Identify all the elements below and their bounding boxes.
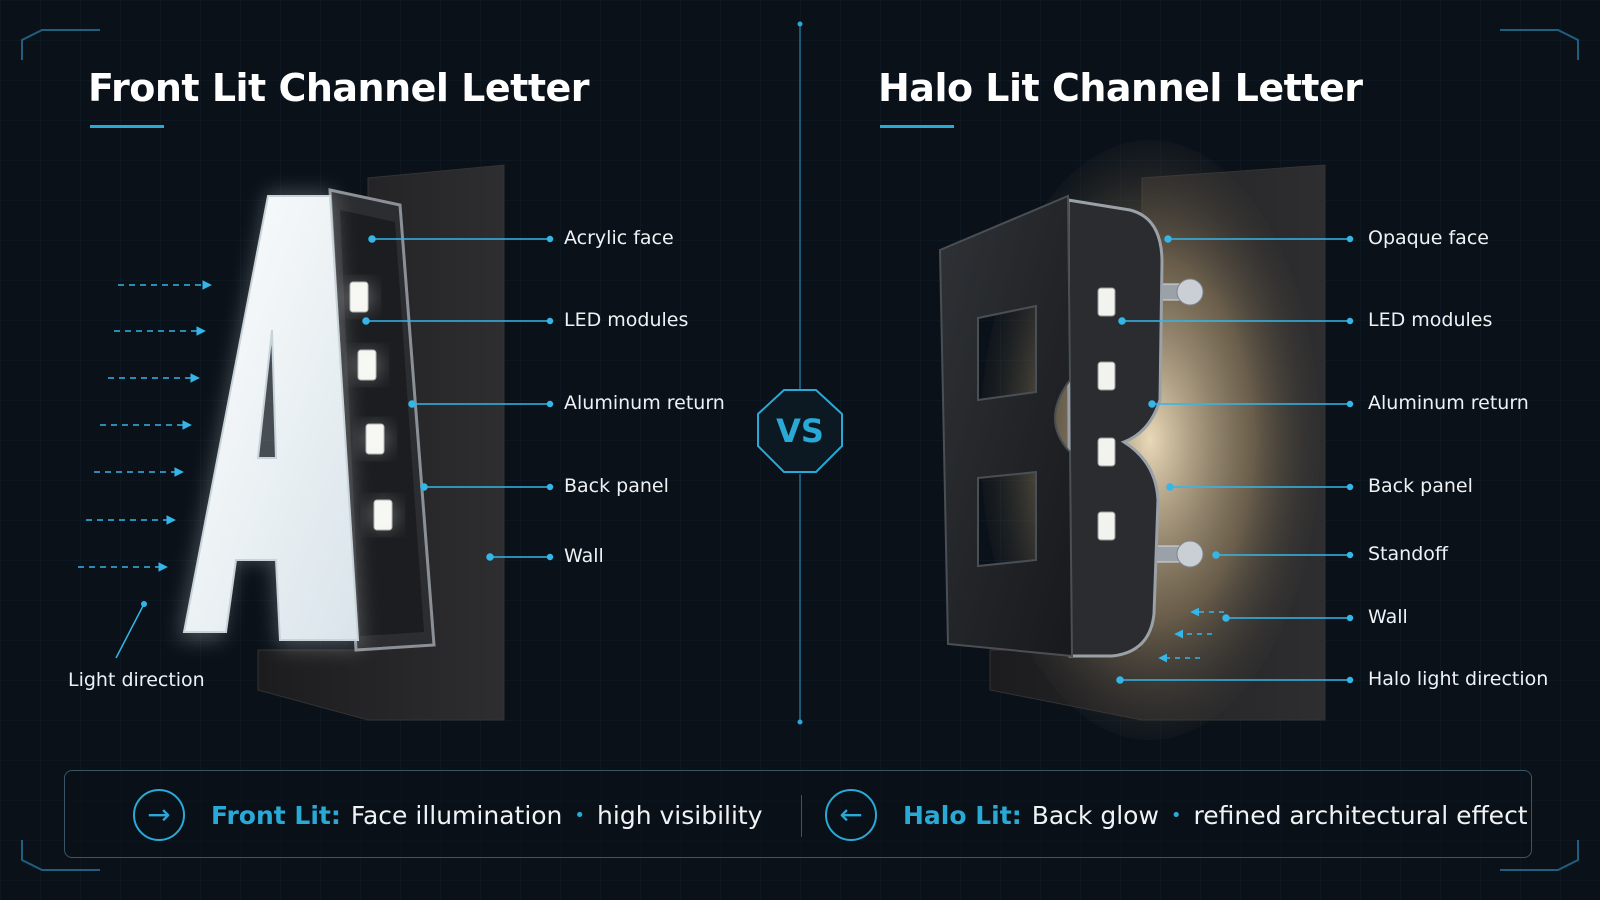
- label-back-panel-right: Back panel: [1368, 475, 1473, 497]
- bullet-separator: •: [1170, 804, 1182, 826]
- label-wall-left: Wall: [564, 545, 604, 567]
- arrow-right-icon: →: [133, 789, 185, 841]
- label-halo-light-direction: Halo light direction: [1368, 668, 1549, 690]
- summary-divider: [801, 795, 802, 837]
- halo-lit-summary: ← Halo Lit: Back glow • refined architec…: [825, 771, 1528, 859]
- halo-lit-text-2: refined architectural effect: [1193, 800, 1528, 830]
- light-direction-arrows: [78, 280, 212, 572]
- front-lit-summary: → Front Lit: Face illumination • high vi…: [133, 771, 763, 859]
- right-led-modules: [1097, 287, 1116, 541]
- summary-panel: → Front Lit: Face illumination • high vi…: [64, 770, 1532, 858]
- vs-badge-octagon: [757, 389, 843, 473]
- front-lit-text-2: high visibility: [597, 800, 763, 830]
- arrow-left-icon: ←: [825, 789, 877, 841]
- halo-lit-title-underline: [880, 125, 954, 128]
- letter-a-face: [178, 192, 362, 648]
- label-back-panel-left: Back panel: [564, 475, 669, 497]
- right-leaders: [1116, 235, 1354, 684]
- halo-lit-key: Halo Lit:: [903, 800, 1022, 830]
- letter-b-face: [938, 194, 1074, 658]
- corner-brackets: [21, 29, 1579, 871]
- left-led-modules: [345, 281, 397, 531]
- right-aluminum-return: [1066, 198, 1164, 658]
- label-aluminum-return-right: Aluminum return: [1368, 392, 1529, 414]
- label-led-modules-left: LED modules: [564, 309, 689, 331]
- left-leaders: [362, 235, 554, 561]
- front-lit-title-underline: [90, 125, 164, 128]
- bullet-separator: •: [574, 804, 586, 826]
- front-lit-title: Front Lit Channel Letter: [88, 66, 590, 110]
- label-led-modules-right: LED modules: [1368, 309, 1493, 331]
- label-opaque-face: Opaque face: [1368, 227, 1489, 249]
- label-standoff: Standoff: [1368, 543, 1448, 565]
- label-light-direction: Light direction: [68, 669, 205, 691]
- halo-lit-text-1: Back glow: [1031, 800, 1159, 830]
- halo-lit-title: Halo Lit Channel Letter: [878, 66, 1363, 110]
- vs-badge-text: VS: [776, 412, 824, 450]
- label-acrylic-face: Acrylic face: [564, 227, 674, 249]
- front-lit-text-1: Face illumination: [350, 800, 563, 830]
- front-lit-key: Front Lit:: [211, 800, 341, 830]
- halo-light-arrows: [1158, 607, 1224, 663]
- label-aluminum-return-left: Aluminum return: [564, 392, 725, 414]
- label-wall-right: Wall: [1368, 606, 1408, 628]
